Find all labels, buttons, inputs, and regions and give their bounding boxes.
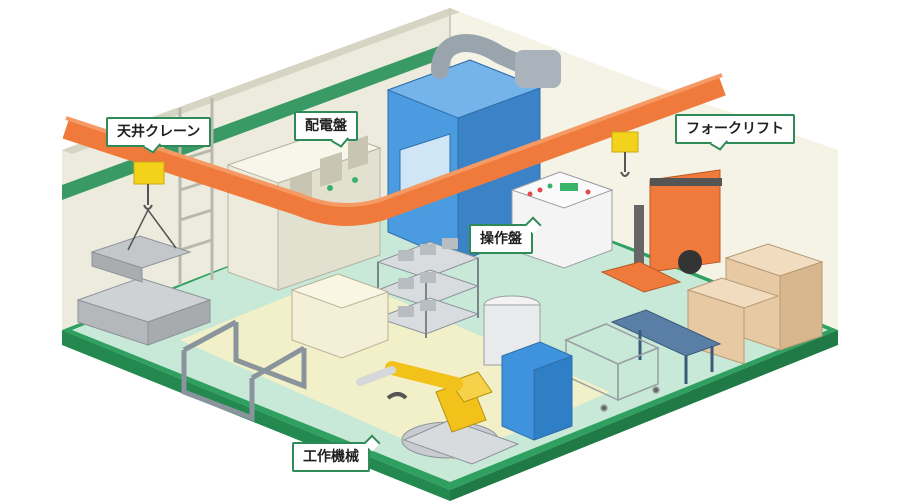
control-console (510, 171, 614, 269)
forklift (600, 169, 722, 293)
roller-conveyor (610, 309, 722, 384)
storage-cabinet (290, 273, 390, 359)
overhead-crane-label: 天井クレーン (106, 117, 212, 147)
control-panel-label: 操作盤 (469, 224, 533, 254)
wire-cart (564, 323, 660, 412)
machine-tool-label: 工作機械 (292, 442, 370, 472)
crane-rail (62, 73, 726, 251)
robot-arm (356, 361, 520, 465)
distribution-panel-label: 配電盤 (294, 111, 358, 141)
cardboard-boxes (686, 243, 824, 365)
coolant-unit (483, 295, 573, 441)
parts-rack (376, 238, 480, 338)
forklift-label: フォークリフト (675, 114, 795, 144)
steel-frame (181, 319, 307, 422)
metal-plates (76, 235, 212, 346)
